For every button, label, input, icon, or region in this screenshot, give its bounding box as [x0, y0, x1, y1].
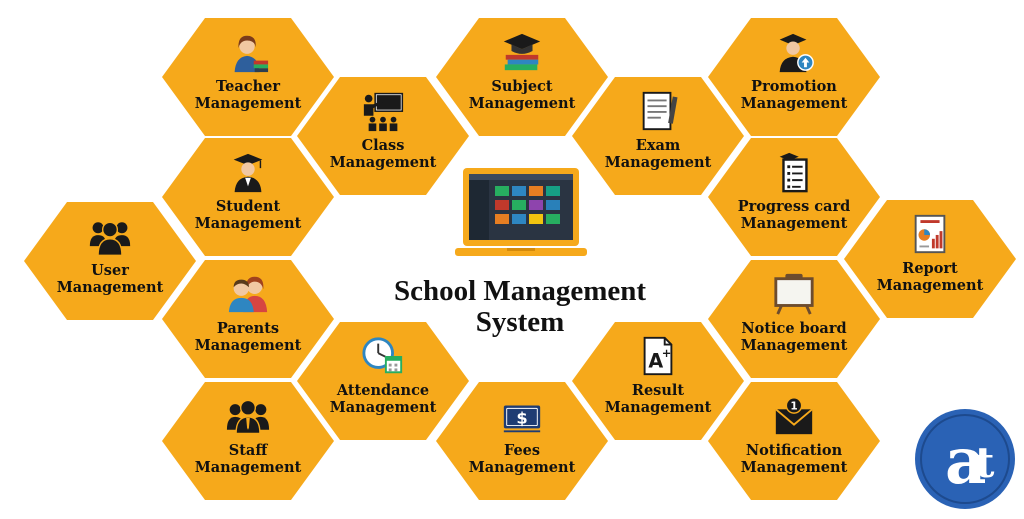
student-graduate-icon — [226, 152, 270, 193]
notice-board-icon — [772, 273, 816, 315]
classroom-icon — [361, 91, 405, 132]
svg-text:t: t — [975, 438, 995, 487]
diagram-title: School Management System — [393, 275, 647, 338]
svg-text:A: A — [648, 349, 663, 372]
grade-a-plus-icon: A + — [636, 336, 680, 376]
svg-text:+: + — [662, 346, 672, 360]
laptop-dashboard-icon — [455, 168, 587, 276]
clock-calendar-icon — [361, 336, 405, 376]
svg-text:a: a — [945, 424, 986, 499]
at-logo-icon: a t — [913, 407, 1017, 515]
report-chart-icon — [908, 214, 952, 254]
staff-group-icon — [226, 396, 270, 436]
teacher-icon — [226, 32, 270, 73]
svg-text:1: 1 — [790, 400, 797, 412]
dollar-bill-icon: $ — [500, 396, 544, 436]
svg-text:$: $ — [516, 409, 527, 428]
progress-card-icon — [772, 152, 816, 193]
users-group-icon — [88, 216, 132, 256]
parents-icon — [226, 274, 270, 314]
graduate-upgrade-icon — [772, 32, 816, 73]
exam-paper-icon — [636, 91, 680, 131]
notification-envelope-icon: 1 — [772, 396, 816, 436]
books-graduation-cap-icon — [500, 32, 544, 72]
